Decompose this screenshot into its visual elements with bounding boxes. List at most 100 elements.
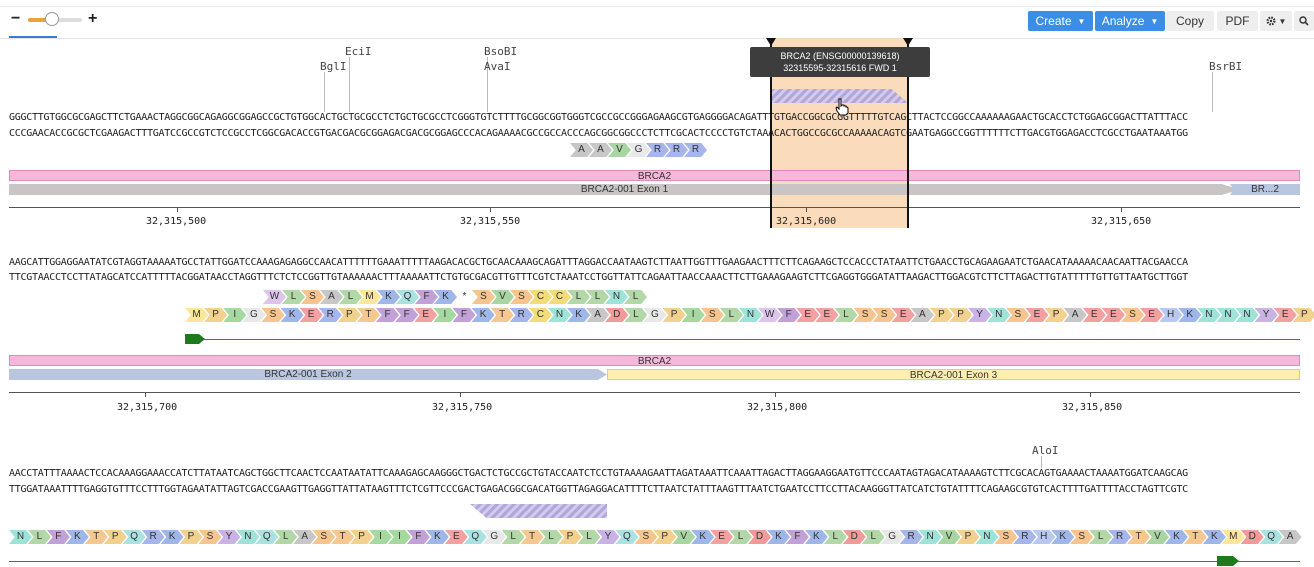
amino-acid[interactable]: N bbox=[738, 308, 762, 322]
amino-acid[interactable]: T bbox=[331, 530, 355, 544]
amino-acid[interactable]: R bbox=[646, 143, 669, 157]
amino-acid[interactable]: K bbox=[691, 530, 715, 544]
amino-acid[interactable]: A bbox=[910, 308, 934, 322]
amino-acid[interactable]: T bbox=[84, 530, 108, 544]
amino-acid[interactable]: K bbox=[767, 530, 790, 544]
amino-acid[interactable]: T bbox=[1127, 530, 1150, 544]
amino-acid[interactable]: E bbox=[414, 308, 438, 322]
amino-acid[interactable]: C bbox=[548, 290, 571, 304]
feature-exon-3[interactable]: BRCA2-001 Exon 3 bbox=[607, 369, 1300, 381]
bottom-strand-sequence[interactable]: TTGGATAAATTTTGAGGTGTTTCCTTTGGTAGAATATTAG… bbox=[9, 484, 1188, 495]
amino-acid[interactable]: T bbox=[356, 308, 380, 322]
amino-acid[interactable]: I bbox=[433, 308, 457, 322]
amino-acid[interactable]: A bbox=[589, 143, 612, 157]
amino-acid[interactable]: R bbox=[141, 530, 165, 544]
amino-acid[interactable]: C bbox=[529, 290, 552, 304]
amino-acid[interactable]: L bbox=[567, 290, 590, 304]
amino-acid[interactable]: D bbox=[748, 530, 771, 544]
bottom-strand-sequence[interactable]: CCCGAACACCGCGCTCGAAGACTTTGATCCGCCGTCTCCG… bbox=[9, 128, 1188, 139]
amino-acid[interactable]: S bbox=[472, 290, 495, 304]
amino-acid[interactable]: L bbox=[624, 308, 648, 322]
amino-acid[interactable]: V bbox=[1146, 530, 1169, 544]
amino-acid[interactable]: N bbox=[1235, 308, 1259, 322]
amino-acid[interactable]: E bbox=[815, 308, 839, 322]
amino-acid[interactable]: L bbox=[274, 530, 298, 544]
amino-acid[interactable]: F bbox=[46, 530, 70, 544]
amino-acid[interactable]: L bbox=[834, 308, 858, 322]
amino-acid[interactable]: Q bbox=[1259, 530, 1283, 544]
amino-acid[interactable]: E bbox=[1082, 308, 1106, 322]
settings-button[interactable]: ▼ bbox=[1260, 11, 1292, 31]
amino-acid[interactable]: L bbox=[577, 530, 601, 544]
amino-acid[interactable]: S bbox=[301, 290, 324, 304]
amino-acid[interactable]: A bbox=[293, 530, 317, 544]
amino-acid[interactable]: Y bbox=[596, 530, 620, 544]
amino-acid[interactable]: R bbox=[1108, 530, 1132, 544]
orf-end-arrow[interactable] bbox=[1217, 556, 1239, 566]
amino-acid[interactable]: H bbox=[1032, 530, 1056, 544]
amino-acid[interactable]: R bbox=[509, 308, 533, 322]
amino-acid[interactable]: E bbox=[299, 308, 323, 322]
amino-acid[interactable]: E bbox=[444, 530, 468, 544]
amino-acid[interactable]: E bbox=[1101, 308, 1125, 322]
orf-line[interactable] bbox=[204, 339, 1300, 340]
amino-acid[interactable]: K bbox=[1202, 530, 1226, 544]
amino-acid[interactable]: S bbox=[994, 530, 1018, 544]
amino-acid[interactable]: Y bbox=[1254, 308, 1278, 322]
amino-acid[interactable]: R bbox=[1013, 530, 1037, 544]
amino-acid[interactable]: S bbox=[872, 308, 896, 322]
amino-acid[interactable]: G bbox=[643, 308, 667, 322]
bottom-strand-sequence[interactable]: TTCGTAACCTCCTTATAGCATCCATTTTTACGGATAACCT… bbox=[9, 272, 1188, 283]
amino-acid[interactable]: P bbox=[662, 308, 686, 322]
amino-acid[interactable]: D bbox=[842, 530, 866, 544]
amino-acid[interactable]: L bbox=[501, 530, 525, 544]
amino-acid[interactable]: T bbox=[1183, 530, 1207, 544]
amino-acid[interactable]: N bbox=[9, 530, 32, 544]
amino-acid[interactable]: S bbox=[261, 308, 285, 322]
amino-acid[interactable]: A bbox=[1063, 308, 1087, 322]
amino-acid[interactable]: M bbox=[1221, 530, 1245, 544]
create-button[interactable]: Create▼ bbox=[1028, 11, 1093, 31]
amino-acid[interactable]: K bbox=[471, 308, 495, 322]
amino-acid[interactable]: P bbox=[956, 530, 980, 544]
amino-acid[interactable]: S bbox=[510, 290, 533, 304]
amino-acid[interactable]: K bbox=[567, 308, 591, 322]
enzyme-label-bgli[interactable]: BglI bbox=[320, 60, 347, 73]
amino-acid[interactable]: N bbox=[236, 530, 260, 544]
amino-acid[interactable]: D bbox=[605, 308, 629, 322]
selection-end-handle[interactable] bbox=[907, 38, 909, 228]
amino-acid[interactable]: N bbox=[605, 290, 628, 304]
amino-acid[interactable]: V bbox=[608, 143, 631, 157]
selection-end-marker[interactable] bbox=[903, 38, 913, 46]
selected-feature-arrow-reverse[interactable] bbox=[470, 504, 607, 518]
amino-acid[interactable]: K bbox=[1051, 530, 1075, 544]
orf-line[interactable] bbox=[9, 561, 1219, 562]
orf-start-arrow[interactable] bbox=[185, 334, 205, 344]
amino-acid[interactable]: F bbox=[777, 308, 801, 322]
amino-acid[interactable]: S bbox=[1006, 308, 1030, 322]
amino-acid[interactable]: R bbox=[899, 530, 923, 544]
zoom-in-button[interactable]: + bbox=[88, 10, 98, 27]
feature-exon-2-truncated[interactable]: BR...2 bbox=[1230, 184, 1300, 195]
amino-acid[interactable]: F bbox=[785, 530, 809, 544]
amino-acid[interactable]: E bbox=[1273, 308, 1297, 322]
amino-acid[interactable]: A bbox=[570, 143, 593, 157]
amino-acid[interactable]: T bbox=[520, 530, 544, 544]
orf-line[interactable] bbox=[1238, 561, 1300, 562]
amino-acid[interactable]: R bbox=[318, 308, 342, 322]
amino-acid[interactable]: Q bbox=[463, 530, 487, 544]
amino-acid[interactable]: E bbox=[796, 308, 820, 322]
amino-acid[interactable]: L bbox=[861, 530, 885, 544]
amino-acid[interactable]: G bbox=[242, 308, 266, 322]
amino-acid[interactable]: S bbox=[1120, 308, 1144, 322]
amino-acid[interactable]: K bbox=[65, 530, 89, 544]
amino-acid[interactable]: A bbox=[586, 308, 610, 322]
selection-start-handle[interactable] bbox=[770, 38, 772, 228]
feature-exon-1[interactable]: BRCA2-001 Exon 1 bbox=[9, 184, 1240, 195]
amino-acid[interactable]: G bbox=[880, 530, 904, 544]
amino-acid[interactable]: A bbox=[320, 290, 343, 304]
amino-acid[interactable]: K bbox=[1164, 530, 1188, 544]
amino-acid[interactable]: G bbox=[482, 530, 506, 544]
top-strand-sequence[interactable]: AACCTATTTAAAACTCCACAAAGGAAACCATCTTATAATC… bbox=[9, 468, 1188, 479]
amino-acid[interactable]: P bbox=[653, 530, 677, 544]
